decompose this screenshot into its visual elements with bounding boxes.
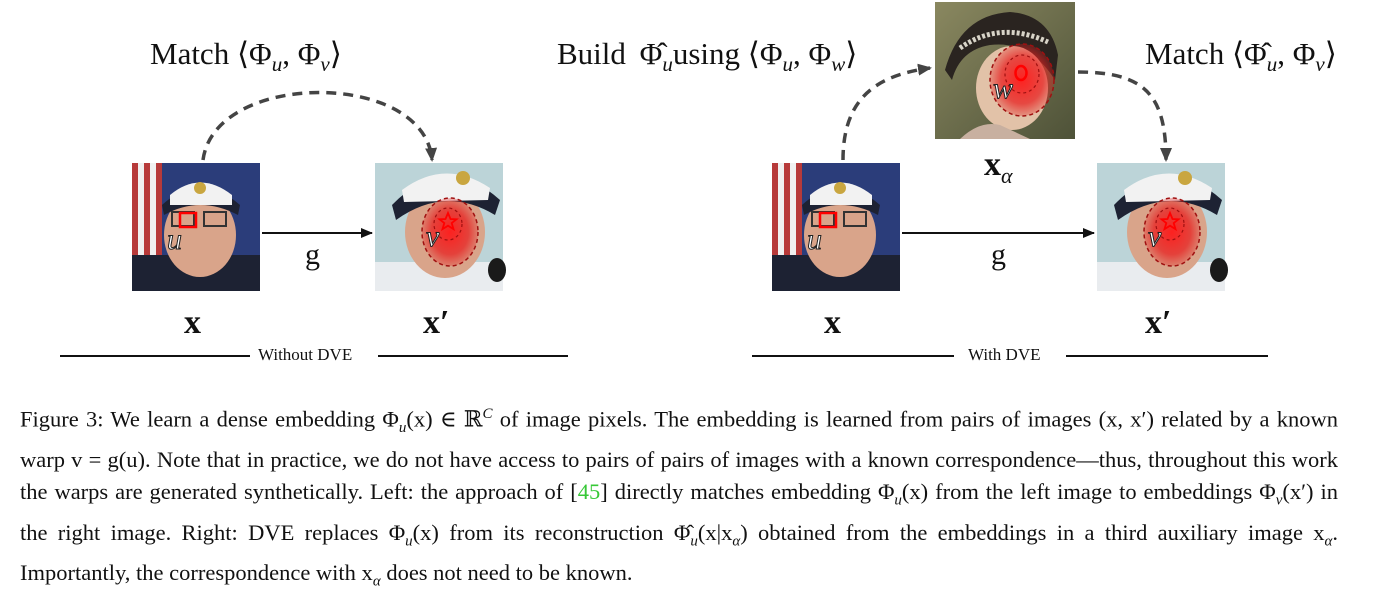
build-prefix: Build <box>557 36 626 71</box>
left-source-photo <box>132 163 260 291</box>
caption-sup-2: C <box>482 406 493 422</box>
right-match-dashed-arrow <box>1077 70 1172 162</box>
left-match-label: Match ⟨Φu, Φv⟩ <box>150 38 342 75</box>
right-target-photo <box>1097 163 1228 291</box>
caption-sub-5: v <box>1275 492 1283 509</box>
build-label: Build Φ̂uusing ⟨Φu, Φw⟩ <box>557 38 857 75</box>
caption-text-4: ] directly matches embedding Φ <box>600 479 895 504</box>
right-divider-line-b <box>1066 355 1268 357</box>
figure-diagram <box>132 2 1228 291</box>
left-match-dashed-arrow <box>201 90 438 162</box>
build-mid: , Φ <box>793 36 832 71</box>
right-target-label: x′ <box>1145 304 1172 341</box>
left-match-suffix: ⟩ <box>329 36 342 71</box>
left-divider-text: Without DVE <box>258 345 353 364</box>
build-sub-w: w <box>831 52 846 77</box>
right-match-sub-v: v <box>1315 52 1325 77</box>
right-divider-text: With DVE <box>968 345 1041 364</box>
caption-sub-7: u <box>690 533 698 549</box>
left-match-sub-u: u <box>271 52 283 77</box>
right-point-u: u <box>807 223 823 257</box>
build-phi-hat: Φ̂ <box>639 36 663 71</box>
aux-label-x: x <box>984 146 1001 183</box>
caption-sub-6: u <box>405 533 413 549</box>
aux-label: xα <box>984 148 1013 187</box>
caption-sub-4: u <box>894 492 902 509</box>
caption-text-3: of image pixels. The embedding is learne… <box>20 406 1338 505</box>
right-point-v: v <box>1147 220 1162 254</box>
caption-text-2: (x) ∈ ℝ <box>406 406 483 432</box>
left-target-photo <box>375 163 506 291</box>
left-match-mid: , Φ <box>282 36 321 71</box>
left-divider-line-b <box>378 355 568 357</box>
citation-link[interactable]: 45 <box>577 479 601 504</box>
caption-sub-10: α <box>372 573 381 590</box>
caption-text-5: (x) from the left image to embeddings Φ <box>901 479 1276 504</box>
caption-text-8: (x|x <box>697 519 733 545</box>
build-sub-u2: u <box>782 52 794 77</box>
build-sub-u: u <box>662 52 673 77</box>
right-match-mid: , Φ <box>1277 36 1316 71</box>
caption-sub-8: α <box>732 533 741 549</box>
left-point-v: v <box>425 220 440 254</box>
build-using: using ⟨Φ <box>672 36 783 71</box>
right-source-label: x <box>824 304 841 341</box>
right-warp-label: g <box>991 238 1006 271</box>
left-warp-label: g <box>305 238 320 271</box>
figure-caption: Figure 3: We learn a dense embedding Φu(… <box>20 398 1338 598</box>
aux-point-w: w <box>992 72 1014 106</box>
right-match-label: Match ⟨Φ̂u, Φv⟩ <box>1145 38 1337 75</box>
left-divider-line-a <box>60 355 250 357</box>
caption-sub-1: u <box>398 420 407 436</box>
caption-text-1: Figure 3: We learn a dense embedding Φ <box>20 406 399 432</box>
build-dashed-arrow <box>841 63 932 161</box>
right-divider-line-a <box>752 355 954 357</box>
auxiliary-painting <box>935 2 1075 139</box>
caption-text-10: . Importantly, the correspondence with x <box>20 519 1339 586</box>
caption-text-9: ) obtained from the embeddings in a thir… <box>740 519 1325 545</box>
caption-sub-9: α <box>1324 533 1333 549</box>
left-target-label: x′ <box>423 304 450 341</box>
caption-text-11: does not need to be known. <box>380 560 633 585</box>
right-source-photo <box>772 163 900 291</box>
left-match-sub-v: v <box>320 52 330 77</box>
aux-label-sub: α <box>1001 162 1013 188</box>
right-match-suffix: ⟩ <box>1324 36 1337 71</box>
left-match-prefix: Match ⟨Φ <box>150 36 272 71</box>
build-suffix: ⟩ <box>845 36 858 71</box>
left-source-label: x <box>184 304 201 341</box>
caption-text-7: (x) from its reconstruction Φ̂ <box>412 519 691 545</box>
right-match-sub-u: u <box>1266 52 1278 77</box>
right-match-phi-hat: Φ̂ <box>1244 36 1267 71</box>
caption-text-6: (x′) in the right image. Right: DVE repl… <box>20 479 1338 545</box>
left-point-u: u <box>167 223 183 257</box>
right-match-prefix: Match ⟨ <box>1145 36 1245 71</box>
